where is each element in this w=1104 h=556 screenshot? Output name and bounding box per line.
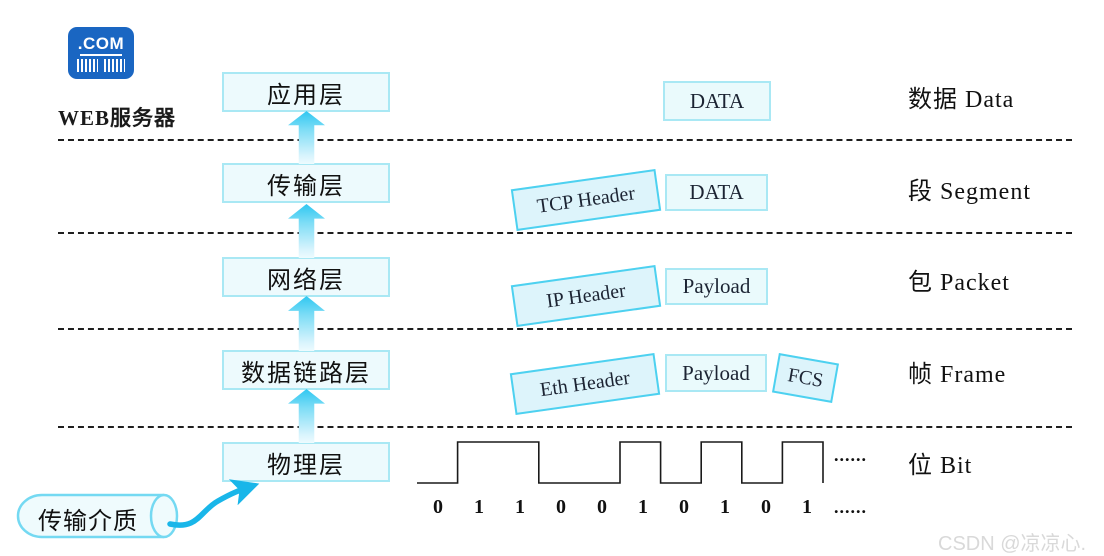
square-wave-line [417, 441, 824, 484]
fcs-box: FCS [771, 353, 840, 403]
up-arrow-icon-1 [288, 111, 325, 164]
barcode-icon [77, 58, 125, 72]
eth-header-box: Eth Header [509, 353, 661, 415]
bit-value: 0 [679, 496, 689, 518]
layer-box-network: 网络层 [222, 257, 390, 297]
layer-divider-4 [58, 426, 1072, 428]
row-label-data: 数据 Data [908, 87, 1015, 113]
segment-data-box: DATA [665, 174, 768, 211]
pdu-data-box: DATA [663, 81, 771, 121]
layer-box-application: 应用层 [222, 72, 390, 112]
web-server-label: WEB服务器 [58, 106, 177, 130]
bits-ellipsis: ...... [834, 497, 867, 517]
web-server-icon: .COM [68, 27, 134, 79]
bit-value: 0 [556, 496, 566, 518]
bit-value: 1 [474, 496, 484, 518]
up-arrow-icon-3 [288, 296, 325, 351]
bit-value: 1 [720, 496, 730, 518]
wave-ellipsis: ...... [834, 445, 867, 465]
frame-payload-box: Payload [665, 354, 767, 392]
up-arrow-icon-2 [288, 204, 325, 258]
row-label-segment: 段 Segment [908, 179, 1031, 205]
transmission-medium-label: 传输介质 [38, 509, 138, 535]
bit-value: 0 [433, 496, 443, 518]
layer-divider-2 [58, 232, 1072, 234]
bit-value: 1 [802, 496, 812, 518]
layer-box-datalink: 数据链路层 [222, 350, 390, 390]
csdn-watermark: CSDN @凉凉心. [938, 533, 1087, 555]
row-label-bit: 位 Bit [908, 453, 973, 479]
ip-header-box: IP Header [510, 265, 662, 327]
square-wave-signal [417, 441, 824, 484]
transmission-medium-cylinder [16, 493, 179, 539]
row-label-frame: 帧 Frame [908, 362, 1007, 388]
layer-divider-1 [58, 139, 1072, 141]
bit-value: 0 [761, 496, 771, 518]
bit-value: 1 [515, 496, 525, 518]
com-icon-text: .COM [77, 33, 125, 53]
com-icon-rule [80, 53, 122, 56]
packet-payload-box: Payload [665, 268, 768, 305]
layer-divider-3 [58, 328, 1072, 330]
layer-box-transport: 传输层 [222, 163, 390, 203]
medium-to-physical-arrow-icon [167, 479, 260, 528]
up-arrow-icon-4 [288, 389, 325, 443]
tcp-header-box: TCP Header [510, 169, 662, 231]
bit-value: 0 [597, 496, 607, 518]
bit-value: 1 [638, 496, 648, 518]
layer-box-physical: 物理层 [222, 442, 390, 482]
row-label-packet: 包 Packet [908, 270, 1010, 296]
